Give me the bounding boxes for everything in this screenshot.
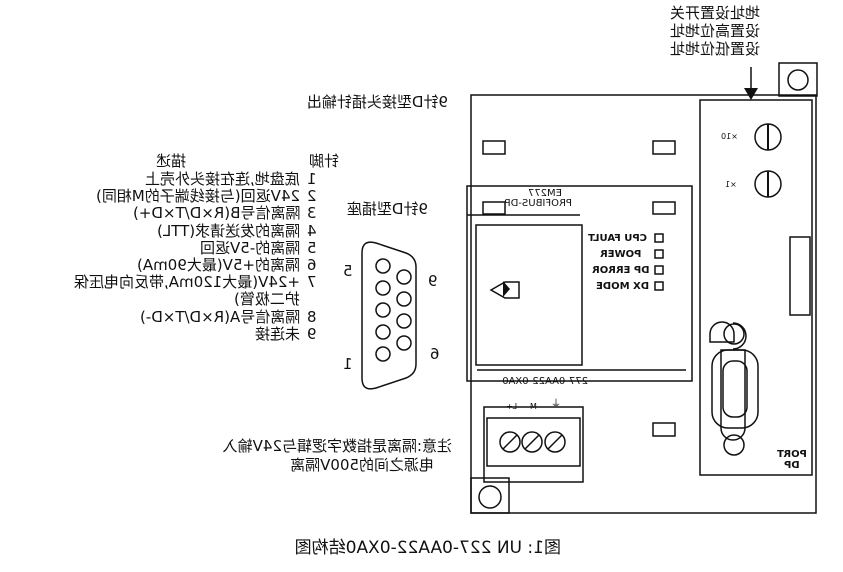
pin-description: 未连接 [254, 325, 300, 343]
callout-high: 设置高位地址 [636, 22, 760, 40]
db9-socket-shell [361, 241, 417, 390]
led-power: POWER [600, 249, 642, 260]
socket-label: 9针D型插座 [346, 200, 428, 218]
mount-hole-bottom [478, 485, 502, 509]
pin-description: 隔离的+5V(最大90mA) [136, 256, 300, 274]
mount-hole-top [787, 69, 809, 91]
callout-low: 设置低位地址 [636, 40, 760, 58]
pin-description: 护二极管) [234, 290, 300, 308]
pin-number: 8 [307, 308, 317, 326]
note-line-1: 注意:隔离是指数字逻辑与24V输入 [222, 437, 452, 455]
led-dx-mode: DX MODE [596, 281, 650, 292]
pin-number: 5 [307, 239, 317, 257]
output-title: 9针D型接头插针输出 [306, 93, 448, 111]
cover-window [475, 224, 583, 366]
terminal-m: M [530, 402, 537, 411]
module-body [470, 94, 817, 514]
pin-description: 隔离的-5V返回 [199, 239, 300, 257]
terminal-ground-icon: ⏚ [551, 399, 561, 410]
module-db9-port [732, 322, 747, 350]
port-label-dp: DP [784, 460, 800, 471]
terminal-lplus: L+ [506, 402, 518, 411]
callout-title: 地址设置开关 [636, 4, 760, 22]
socket-num-bl: 1 [343, 355, 353, 373]
module-subtitle: PROFIBUS-DP [504, 198, 572, 209]
front-cover [466, 185, 693, 382]
callout-line-3: 设置低位地址 [669, 40, 760, 58]
pin-number: 9 [307, 325, 317, 343]
terminal-block [483, 406, 584, 483]
pin-description: +24V(最大120mA,带反向电压保 [73, 273, 300, 291]
switch-x10-label: ×10 [721, 132, 738, 141]
callout-arrow-head [744, 88, 758, 100]
switch-x1-label: ×1 [725, 180, 737, 189]
header-pin: 针脚 [308, 152, 339, 170]
pin-description: 24V返回(与接线端子的M相同) [96, 187, 300, 205]
side-connector [789, 236, 811, 316]
mount-tab-bottom [470, 477, 510, 514]
pin-number: 6 [307, 256, 317, 274]
mount-tab-top [778, 62, 818, 97]
led-cpu-fault: CPU FAULT [588, 233, 648, 244]
figure-caption: 图1: UN 227-0AA22-0XA0结构图 [294, 538, 561, 558]
pin-number: 7 [307, 273, 317, 291]
module-part-number: 277-0AA22-0XA0 [502, 376, 588, 387]
note-line-2: 电源之间的500V隔离 [290, 456, 434, 474]
pin-description: 隔离信号A(R×D/T×D-) [139, 308, 300, 326]
socket-num-br: 6 [430, 345, 440, 363]
connector-tongue [489, 281, 520, 299]
pin-description: 隔离的发送请求(TTL) [156, 222, 300, 240]
socket-num-tr: 9 [428, 272, 438, 290]
callout-line-2: 设置高位地址 [669, 22, 760, 40]
callout-line-1: 地址设置开关 [669, 4, 760, 22]
pin-number: 1 [307, 170, 317, 188]
pin-number: 4 [307, 222, 317, 240]
header-desc: 描述 [155, 152, 186, 170]
pin-number: 3 [307, 204, 317, 222]
led-dp-error: DP ERROR [592, 265, 650, 276]
pin-description: 隔离信号B(R×D/T×D+) [132, 204, 300, 222]
socket-num-tl: 5 [343, 262, 353, 280]
right-panel [699, 99, 813, 476]
pin-number: 2 [307, 187, 317, 205]
pin-description: 底盘地,连在接头外壳上 [145, 170, 300, 188]
